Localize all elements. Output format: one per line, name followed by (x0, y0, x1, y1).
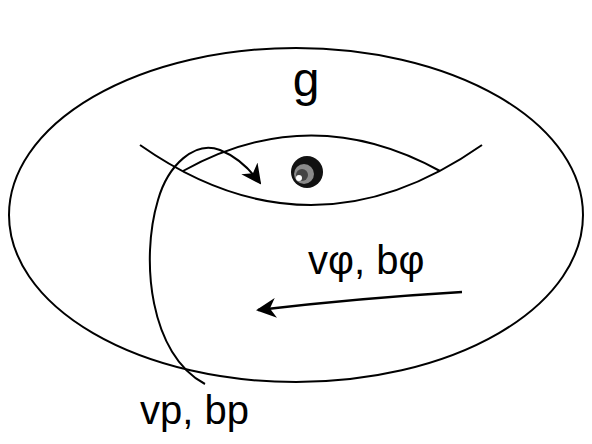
gravity-label: g (293, 56, 320, 104)
torus-hole-lower (140, 145, 482, 205)
toroidal-arrow (258, 292, 462, 310)
black-hole (291, 156, 323, 188)
toroidal-label: vφ, bφ (308, 240, 424, 280)
torus-outline (9, 48, 583, 382)
poloidal-label: vp, bp (140, 390, 249, 430)
poloidal-arrow (150, 148, 260, 384)
